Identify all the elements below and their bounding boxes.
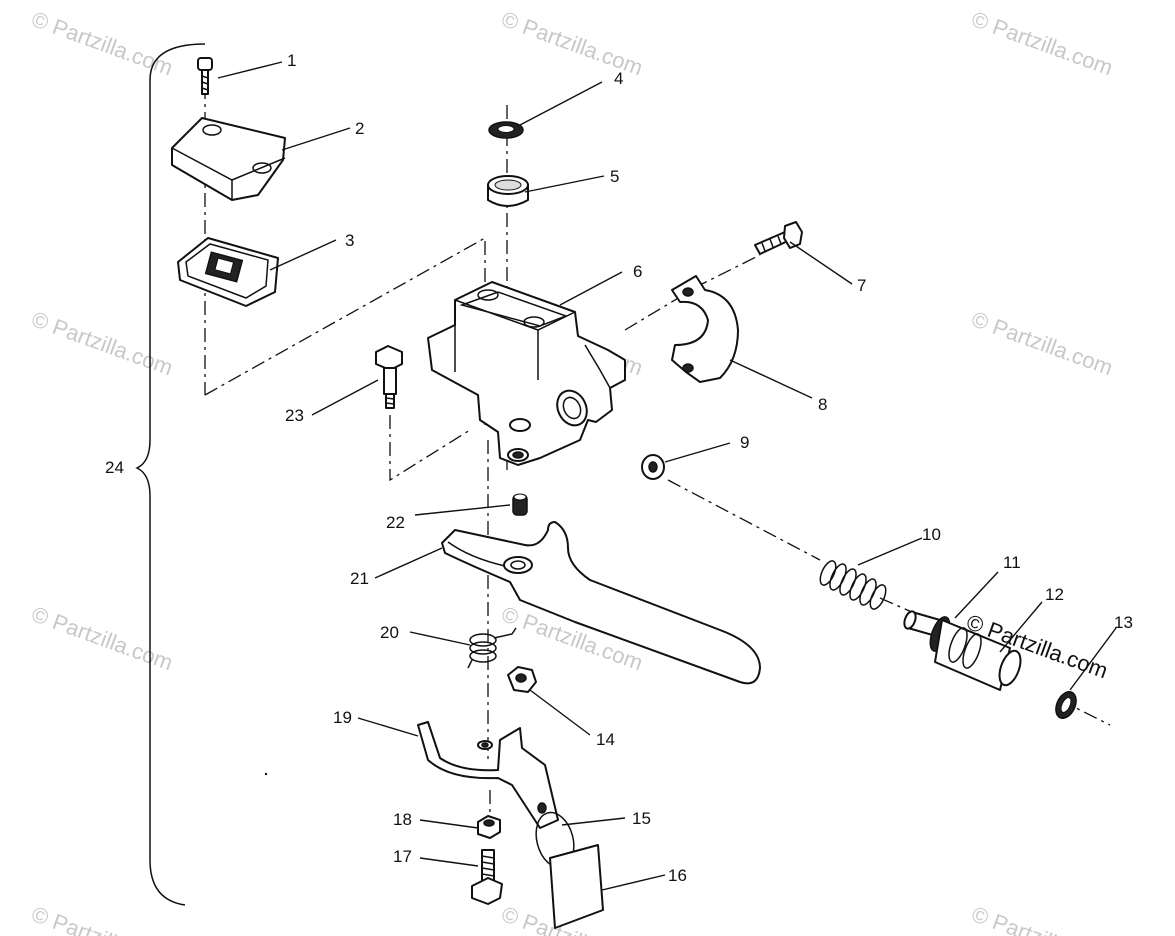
stray-mark [264,772,268,776]
watermark: © Partzilla.com [28,306,176,380]
callout-17: 17 [393,847,412,866]
callout-21: 21 [350,569,369,588]
nut-part-14 [507,666,537,693]
callout-12: 12 [1045,585,1064,604]
callout-4: 4 [614,69,623,88]
lever-part-21 [441,521,761,685]
callout-13: 13 [1114,613,1133,632]
switch-bracket-part-19 [417,721,559,829]
callout-18: 18 [393,810,412,829]
callout-numbers: 1 2 3 4 5 6 7 8 9 10 11 12 13 14 15 16 1… [105,51,1133,885]
callout-8: 8 [818,395,827,414]
callout-3: 3 [345,231,354,250]
callout-14: 14 [596,730,615,749]
tag-part-15-16 [535,802,604,929]
callout-5: 5 [610,167,619,186]
washer-part-9 [641,454,665,480]
master-cylinder-part-6 [427,281,626,466]
callout-24: 24 [105,458,124,477]
callout-1: 1 [287,51,296,70]
callout-7: 7 [857,276,866,295]
watermark: © Partzilla.com [968,901,1116,936]
watermark: © Partzilla.com [28,601,176,675]
washer-part-4 [488,121,524,139]
callout-2: 2 [355,119,364,138]
spring-part-10 [819,560,887,610]
watermark: © Partzilla.com [28,901,176,936]
leader-lines [217,61,1117,891]
watermark: © Partzilla.com [498,6,646,80]
bolt-part-7 [754,221,803,255]
callout-19: 19 [333,708,352,727]
screw-part-17 [471,849,503,905]
callout-10: 10 [922,525,941,544]
spring-part-20 [467,627,517,669]
watermark: © Partzilla.com [28,6,176,80]
callout-23: 23 [285,406,304,425]
pivot-bolt-part-23 [375,345,403,409]
callout-11: 11 [1003,553,1021,572]
reservoir-cover-part-2 [171,117,286,201]
callout-20: 20 [380,623,399,642]
callout-6: 6 [633,262,642,281]
pin-part-22 [512,493,528,516]
callout-15: 15 [632,809,651,828]
boot-part-5 [487,175,529,207]
callout-22: 22 [386,513,405,532]
watermark: © Partzilla.com [968,306,1116,380]
assembly-bracket [135,43,206,906]
clamp-part-8 [671,275,739,383]
diaphragm-part-3 [177,237,279,307]
nut-part-18 [477,815,501,839]
o-ring-part-13 [1055,691,1077,719]
piston-part-11-12 [903,610,1022,691]
callout-9: 9 [740,433,749,452]
callout-16: 16 [668,866,687,885]
screw-part-1 [197,57,213,95]
watermark: © Partzilla.com [968,6,1116,80]
